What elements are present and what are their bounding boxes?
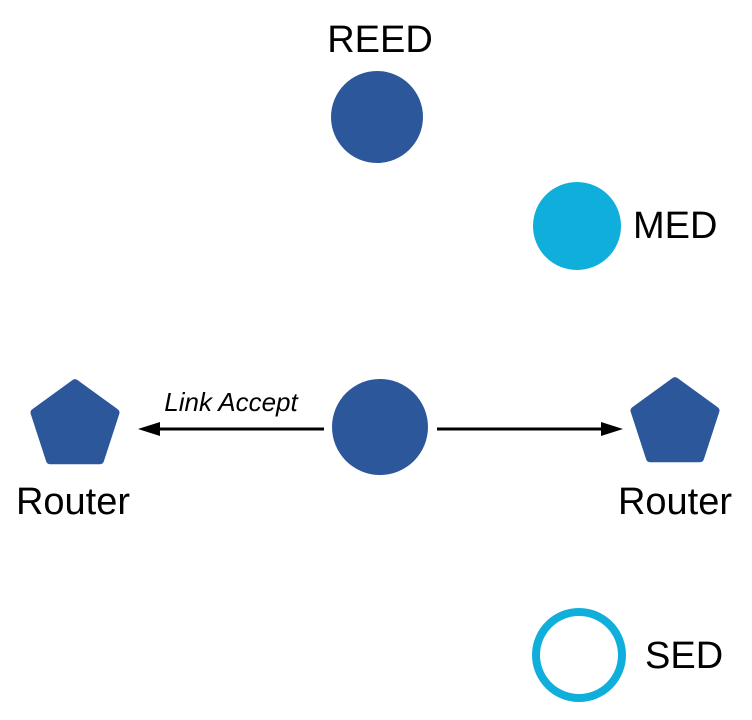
med-node-label: MED — [633, 205, 718, 247]
arrow-left-icon — [138, 422, 324, 436]
sed-node-label: SED — [645, 635, 724, 677]
router-right-node-label: Router — [617, 481, 733, 523]
reed-node-circle-icon — [331, 71, 423, 163]
arrow-right-head — [601, 422, 623, 436]
link-accept-edge-label: Link Accept — [164, 387, 298, 417]
center-joiner-circle-icon — [332, 379, 428, 475]
sed-node-circle-outline-icon — [532, 608, 626, 702]
router-right-pentagon-icon — [630, 377, 720, 463]
med-node-circle-icon — [533, 182, 621, 270]
arrow-left-head — [138, 422, 160, 436]
router-left-pentagon-icon — [30, 379, 120, 465]
router-left-pentagon-shape — [30, 379, 120, 465]
arrow-right-icon — [437, 422, 623, 436]
router-left-node-label: Router — [15, 481, 131, 523]
reed-node-label: REED — [327, 19, 433, 61]
router-right-pentagon-shape — [630, 377, 720, 463]
